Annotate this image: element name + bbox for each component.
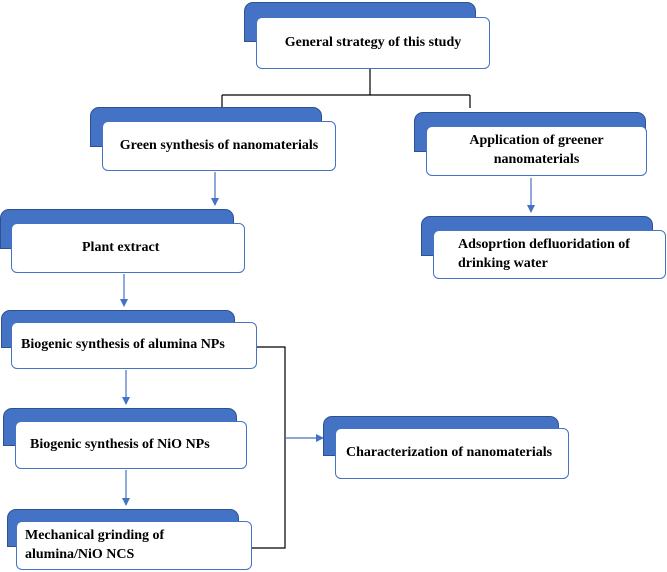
node-label: Biogenic synthesis of alumina NPs xyxy=(21,337,225,353)
node-green-synthesis: Green synthesis of nanomaterials xyxy=(90,107,337,172)
node-label: Characterization of nanomaterials xyxy=(346,445,553,461)
root-branch-connector xyxy=(221,68,471,108)
node-box: Biogenic synthesis of NiO NPs xyxy=(15,421,247,469)
node-box: Green synthesis of nanomaterials xyxy=(102,121,336,171)
node-label: Plant extract xyxy=(82,239,160,255)
node-label: Application of greener nanomaterials xyxy=(469,133,604,167)
node-box: Characterization of nanomaterials xyxy=(335,428,569,479)
bracket-connector xyxy=(252,346,286,549)
node-label: Mechanical grinding of alumina/NiO NCS xyxy=(25,527,165,562)
node-characterization: Characterization of nanomaterials xyxy=(323,416,571,480)
node-label: Adsoprtion defluoridation of drinking wa… xyxy=(458,236,630,271)
node-label: Biogenic synthesis of NiO NPs xyxy=(30,436,210,452)
node-general-strategy: General strategy of this study xyxy=(244,2,492,70)
node-application: Application of greener nanomaterials xyxy=(414,112,648,177)
node-box: General strategy of this study xyxy=(256,17,490,69)
node-label: General strategy of this study xyxy=(284,34,462,50)
node-box: Biogenic synthesis of alumina NPs xyxy=(11,322,257,369)
node-box: Adsoprtion defluoridation of drinking wa… xyxy=(433,230,666,279)
node-alumina: Biogenic synthesis of alumina NPs xyxy=(1,310,257,370)
node-label: Green synthesis of nanomaterials xyxy=(119,137,319,153)
node-adsorption: Adsoprtion defluoridation of drinking wa… xyxy=(421,216,667,280)
node-nio: Biogenic synthesis of NiO NPs xyxy=(3,408,248,470)
node-box: Plant extract xyxy=(11,223,245,273)
node-grinding: Mechanical grinding of alumina/NiO NCS xyxy=(7,509,253,571)
node-box: Mechanical grinding of alumina/NiO NCS xyxy=(16,521,252,570)
node-plant-extract: Plant extract xyxy=(0,209,246,274)
node-box: Application of greener nanomaterials xyxy=(426,126,647,176)
